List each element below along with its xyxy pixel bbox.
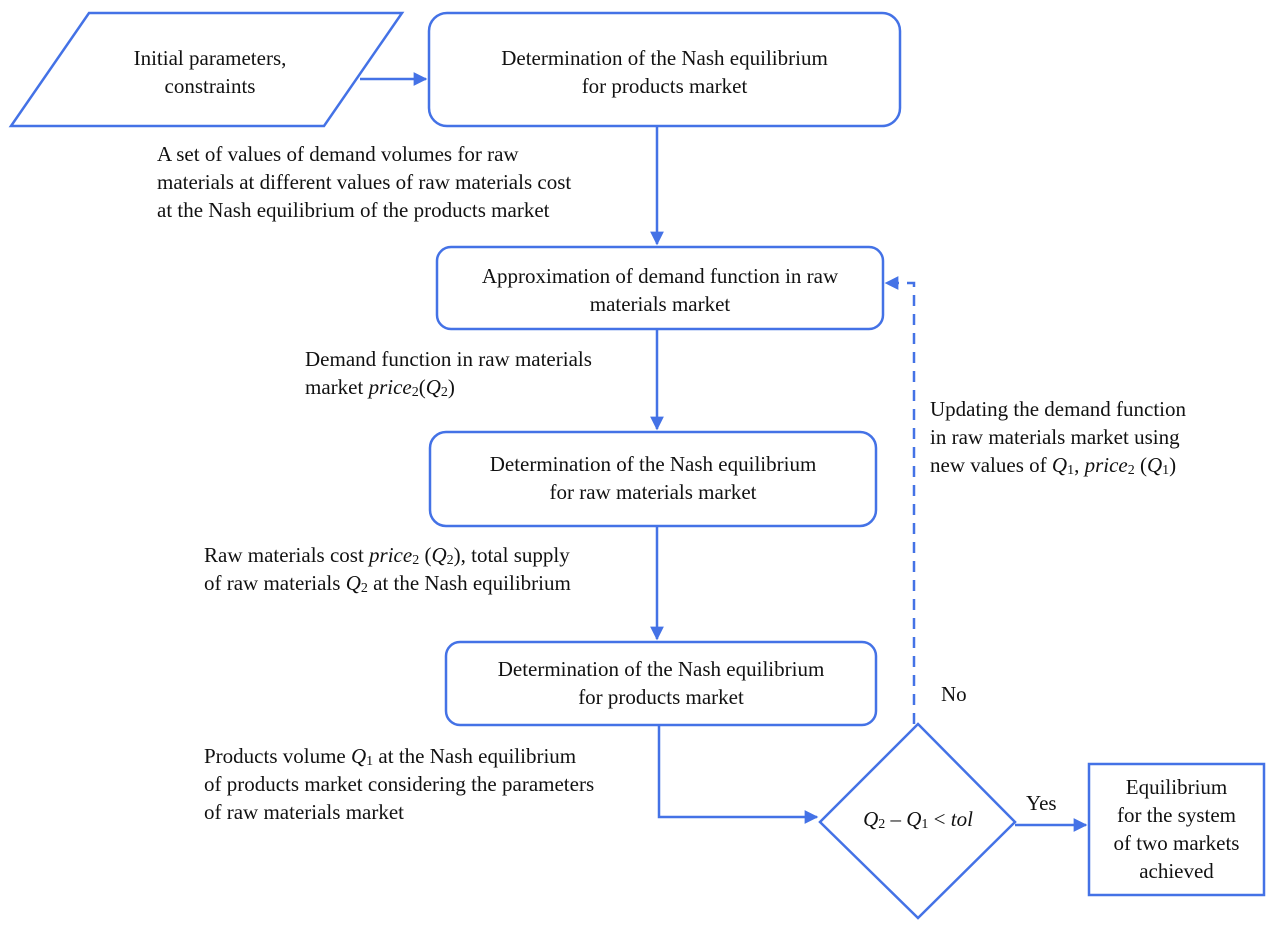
nash-products-1-label: Determination of the Nash equilibrium fo… [501, 46, 828, 98]
result-box [1087, 762, 1266, 897]
approx-demand-label: Approximation of demand function in raw … [481, 264, 839, 316]
demand-function-label: Demand function in raw materials market … [305, 347, 592, 400]
nash-products-box-1 [427, 11, 902, 128]
input-label: Initial parameters, constraints [133, 46, 287, 98]
updating-label: Updating the demand function in raw mate… [930, 397, 1187, 478]
raw-cost-label: Raw materials cost price2 (Q2), total su… [204, 543, 571, 596]
result-label: Equilibrium for the system of two market… [1113, 775, 1240, 883]
nash-products-box-2 [444, 640, 878, 727]
products-volume-label: Products volume Q1 at the Nash equilibri… [204, 744, 595, 824]
yes-branch-label: Yes [1026, 791, 1057, 815]
nash-raw-box [428, 430, 878, 528]
decision-condition: Q2 – Q1 < tol [863, 807, 973, 832]
decision-diamond [818, 722, 1017, 920]
edge-nash2-to-decision [657, 725, 819, 824]
demand-set-label: A set of values of demand volumes for ra… [157, 142, 572, 222]
no-branch-label: No [941, 682, 967, 706]
edge-decision-no-loop [884, 276, 916, 724]
nash-raw-label: Determination of the Nash equilibrium fo… [489, 452, 817, 504]
approx-demand-box [435, 245, 885, 331]
input-parallelogram [8, 11, 405, 128]
nash-products-2-label: Determination of the Nash equilibrium fo… [497, 657, 825, 709]
